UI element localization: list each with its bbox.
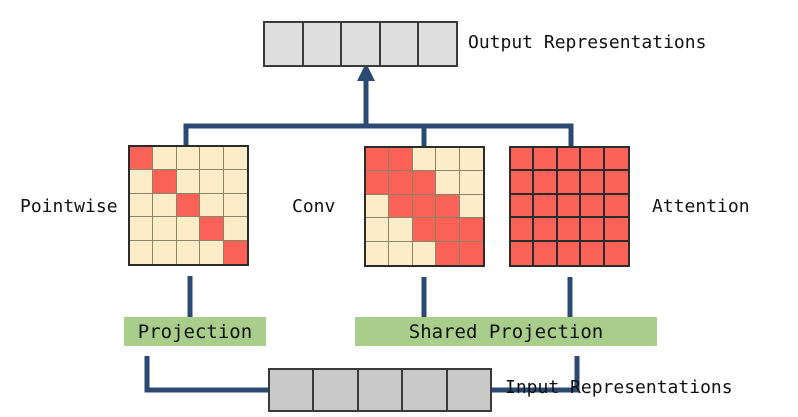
wire-merge-bar <box>183 123 574 146</box>
input-token-cell <box>358 370 404 410</box>
output-representations-label: Output Representations <box>468 32 707 53</box>
input-representations-bar <box>268 368 492 412</box>
conv-cell-3-1 <box>389 218 413 242</box>
pointwise-cell-3-2 <box>176 217 201 241</box>
output-token-cell <box>265 23 304 65</box>
conv-cell-4-3 <box>436 241 460 265</box>
attention-cell-4-0 <box>511 241 535 265</box>
conv-cell-4-2 <box>412 241 437 265</box>
pointwise-cell-4-4 <box>223 240 247 264</box>
conv-cell-4-1 <box>389 241 413 265</box>
output-representations-bar <box>263 21 458 67</box>
input-token-cell <box>447 370 491 410</box>
attention-cell-4-1 <box>534 241 558 265</box>
conv-cell-3-3 <box>436 218 460 242</box>
attention-cell-0-4 <box>604 148 628 172</box>
conv-cell-3-4 <box>459 218 483 242</box>
pointwise-cell-3-4 <box>223 217 247 241</box>
attention-cell-2-3 <box>581 194 605 219</box>
attention-cell-2-2 <box>557 194 582 219</box>
input-representations-label: Input Representations <box>505 377 733 398</box>
pointwise-cell-2-2 <box>176 193 201 218</box>
attention-cell-4-2 <box>557 241 582 265</box>
attention-cell-1-0 <box>511 171 535 195</box>
pointwise-cell-0-0 <box>130 147 154 171</box>
pointwise-label: Pointwise <box>20 196 118 217</box>
attention-cell-2-4 <box>604 194 628 219</box>
attention-cell-0-1 <box>534 148 558 172</box>
pointwise-cell-2-0 <box>130 193 154 218</box>
pointwise-cell-1-1 <box>153 170 177 194</box>
pointwise-cell-0-4 <box>223 147 247 171</box>
attention-cell-3-0 <box>511 218 535 242</box>
pointwise-cell-1-3 <box>200 170 224 194</box>
conv-label: Conv <box>292 196 336 217</box>
conv-cell-1-3 <box>436 171 460 195</box>
input-token-cell <box>314 370 359 410</box>
attention-cell-2-1 <box>534 194 558 219</box>
conv-cell-3-2 <box>412 218 437 242</box>
conv-cell-1-0 <box>366 171 390 195</box>
attention-cell-4-4 <box>604 241 628 265</box>
conv-cell-0-4 <box>459 148 483 172</box>
conv-cell-2-2 <box>412 194 437 219</box>
attention-cell-3-1 <box>534 218 558 242</box>
conv-cell-4-4 <box>459 241 483 265</box>
output-token-cell <box>342 23 381 65</box>
projection-box: Projection <box>124 317 266 346</box>
pointwise-cell-4-1 <box>153 240 177 264</box>
conv-cell-2-1 <box>389 194 413 219</box>
pointwise-cell-1-0 <box>130 170 154 194</box>
pointwise-cell-0-2 <box>176 147 201 171</box>
attention-matrix <box>509 146 630 267</box>
attention-label: Attention <box>652 196 750 217</box>
attention-cell-0-0 <box>511 148 535 172</box>
conv-cell-0-0 <box>366 148 390 172</box>
conv-cell-2-0 <box>366 194 390 219</box>
conv-cell-1-2 <box>412 171 437 195</box>
conv-cell-2-4 <box>459 194 483 219</box>
conv-cell-2-3 <box>436 194 460 219</box>
output-token-cell <box>419 23 456 65</box>
conv-cell-3-0 <box>366 218 390 242</box>
conv-cell-0-2 <box>412 148 437 172</box>
attention-cell-3-2 <box>557 218 582 242</box>
input-token-cell <box>270 370 315 410</box>
attention-cell-2-0 <box>511 194 535 219</box>
attention-cell-1-1 <box>534 171 558 195</box>
conv-matrix <box>364 146 485 267</box>
output-token-cell <box>380 23 420 65</box>
conv-cell-4-0 <box>366 241 390 265</box>
conv-cell-1-1 <box>389 171 413 195</box>
conv-cell-0-3 <box>436 148 460 172</box>
wire-input-to-projection <box>144 356 268 393</box>
pointwise-cell-4-3 <box>200 240 224 264</box>
shared-projection-box: Shared Projection <box>355 317 657 346</box>
attention-cell-1-2 <box>557 171 582 195</box>
output-token-cell <box>303 23 343 65</box>
attention-cell-3-3 <box>581 218 605 242</box>
input-token-cell <box>403 370 448 410</box>
pointwise-cell-1-2 <box>176 170 201 194</box>
pointwise-cell-0-1 <box>153 147 177 171</box>
pointwise-cell-3-3 <box>200 217 224 241</box>
pointwise-cell-1-4 <box>223 170 247 194</box>
pointwise-cell-2-4 <box>223 193 247 218</box>
conv-cell-0-1 <box>389 148 413 172</box>
pointwise-matrix <box>128 145 249 266</box>
pointwise-cell-3-1 <box>153 217 177 241</box>
conv-cell-1-4 <box>459 171 483 195</box>
attention-cell-0-2 <box>557 148 582 172</box>
pointwise-cell-4-2 <box>176 240 201 264</box>
pointwise-cell-4-0 <box>130 240 154 264</box>
pointwise-cell-2-1 <box>153 193 177 218</box>
pointwise-cell-2-3 <box>200 193 224 218</box>
attention-cell-4-3 <box>581 241 605 265</box>
attention-cell-1-4 <box>604 171 628 195</box>
attention-cell-0-3 <box>581 148 605 172</box>
attention-cell-3-4 <box>604 218 628 242</box>
pointwise-cell-0-3 <box>200 147 224 171</box>
attention-cell-1-3 <box>581 171 605 195</box>
pointwise-cell-3-0 <box>130 217 154 241</box>
